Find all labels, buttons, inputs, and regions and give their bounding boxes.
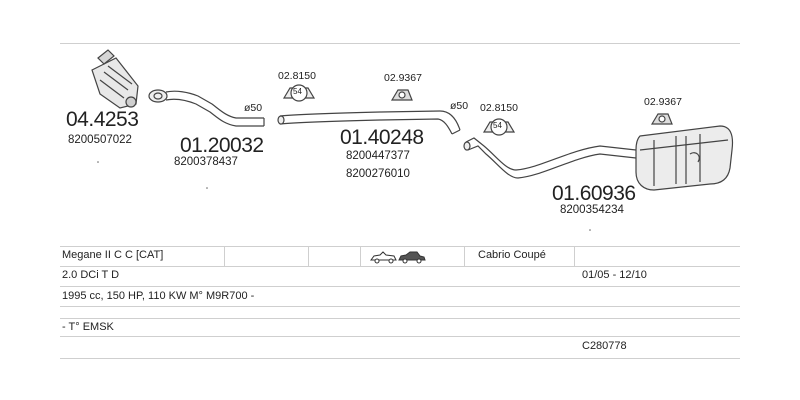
mount-badge: 54 xyxy=(293,87,302,96)
mount-part-number: 02.8150 xyxy=(480,102,518,114)
table-row-divider xyxy=(60,246,740,247)
hanger-icon xyxy=(650,113,673,125)
catalyst-oem-number: 8200507022 xyxy=(68,134,132,146)
front-pipe-icon xyxy=(148,89,265,127)
rear-pipe-icon xyxy=(463,137,637,179)
mid-silencer-oem-number: 8200447377 xyxy=(346,150,410,162)
catalytic-converter-icon xyxy=(91,49,139,109)
rear-silencer-part-number: 01.60936 xyxy=(552,182,636,205)
catalyst-part-number: 04.4253 xyxy=(66,108,139,131)
table-column-divider xyxy=(360,246,361,266)
coupe-car-icon xyxy=(398,251,426,264)
hanger-icon xyxy=(390,89,413,101)
exhaust-system-diagram xyxy=(91,49,734,231)
table-column-divider xyxy=(224,246,225,266)
vehicle-model: Megane II C C [CAT] xyxy=(62,249,164,261)
hanger-part-number: 02.9367 xyxy=(644,96,682,108)
rear-silencer-icon xyxy=(635,125,734,191)
table-row-divider xyxy=(60,336,740,337)
mount-badge: 54 xyxy=(493,121,502,130)
pipe-diameter-label: ø50 xyxy=(244,102,263,114)
production-years: 01/05 - 12/10 xyxy=(582,269,647,281)
top-divider xyxy=(60,43,740,44)
pipe-diameter-label: ø50 xyxy=(450,100,469,112)
table-row-divider xyxy=(60,286,740,287)
rubber-mount-icon xyxy=(482,118,516,136)
engine-spec: 1995 cc, 150 HP, 110 KW M° M9R700 - xyxy=(62,290,255,302)
mid-silencer-oem-number: 8200276010 xyxy=(346,168,410,180)
rear-silencer-oem-number: 8200354234 xyxy=(560,204,624,216)
table-row-divider xyxy=(60,318,740,319)
hanger-part-number: 02.9367 xyxy=(384,72,422,84)
catalogue-code: C280778 xyxy=(582,340,627,352)
rubber-mount-icon xyxy=(282,84,316,102)
table-column-divider xyxy=(308,246,309,266)
engine-label: 2.0 DCi T D xyxy=(62,269,120,281)
vehicle-note: - T° EMSK xyxy=(62,321,114,333)
table-row-divider xyxy=(60,266,740,267)
dot-marker xyxy=(97,161,99,163)
front-pipe-part-number: 01.20032 xyxy=(180,134,264,157)
mid-silencer-part-number: 01.40248 xyxy=(340,126,424,149)
table-row-divider xyxy=(60,358,740,359)
dot-marker xyxy=(206,187,208,189)
body-type: Cabrio Coupé xyxy=(478,249,546,261)
front-pipe-oem-number: 8200378437 xyxy=(174,156,238,168)
mount-part-number: 02.8150 xyxy=(278,70,316,82)
table-row-divider xyxy=(60,306,740,307)
table-column-divider xyxy=(464,246,465,266)
table-column-divider xyxy=(574,246,575,266)
middle-pipe-icon xyxy=(277,110,461,135)
dot-marker xyxy=(589,229,591,231)
convertible-car-icon xyxy=(370,251,426,264)
